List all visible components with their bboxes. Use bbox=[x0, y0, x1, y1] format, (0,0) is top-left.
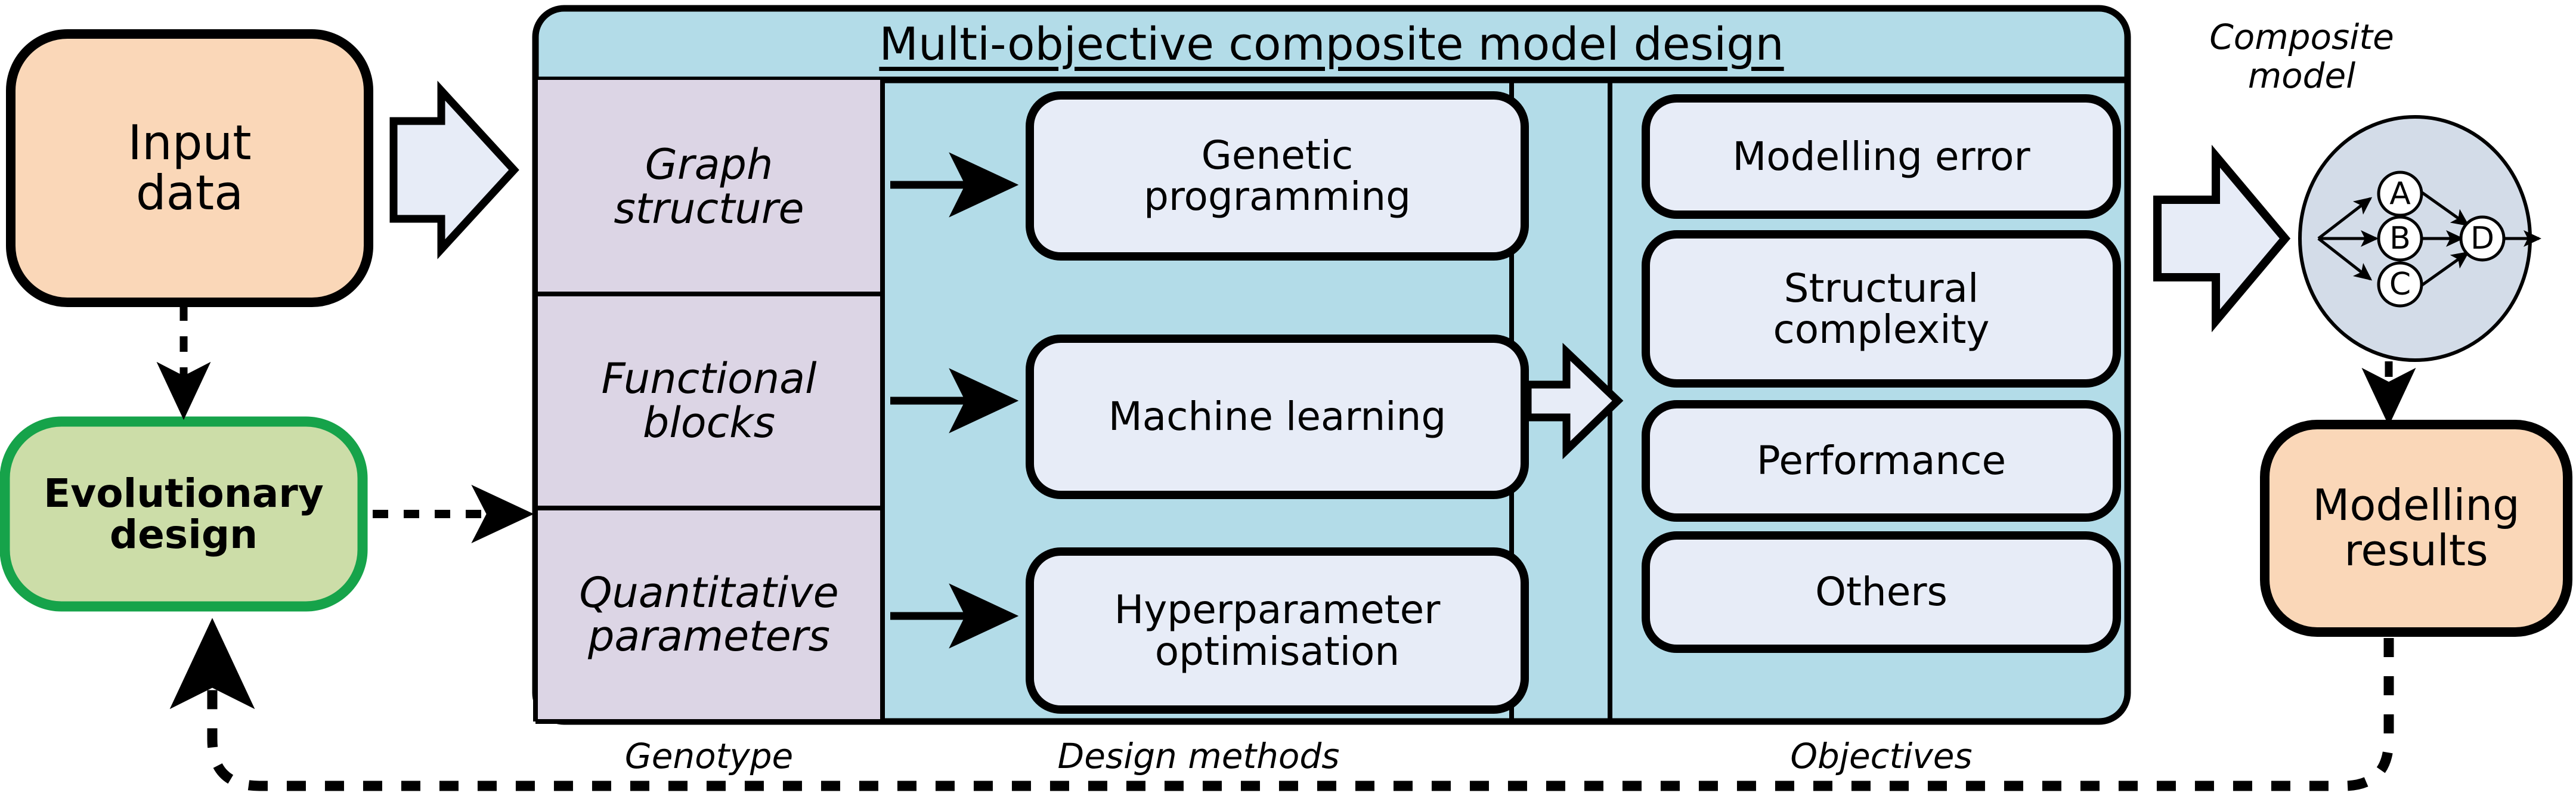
genotype-column bbox=[533, 80, 885, 724]
objective-box-others bbox=[1642, 531, 2121, 653]
evolutionary-design-box bbox=[0, 416, 368, 612]
feedback-dashed-path bbox=[169, 618, 2394, 791]
methods-to-objectives-block-arrow bbox=[1524, 342, 1624, 460]
input-data-box bbox=[6, 29, 373, 307]
method-box-machine-learning bbox=[1026, 335, 1529, 499]
design-methods-column bbox=[890, 80, 1624, 722]
objective-box-modelling-error bbox=[1642, 94, 2121, 219]
objective-box-performance bbox=[1642, 400, 2121, 522]
panel-to-composite-block-arrow bbox=[2153, 144, 2291, 333]
objective-box-structural-complexity bbox=[1642, 230, 2121, 388]
modelling-results-box bbox=[2260, 420, 2572, 637]
graph-node-b bbox=[2377, 215, 2423, 262]
method-box-hyperparameter-optimisation bbox=[1026, 547, 1529, 714]
graph-node-a bbox=[2377, 171, 2423, 217]
composite-model-graph bbox=[2298, 115, 2542, 362]
objectives-column bbox=[1642, 94, 2121, 653]
method-box-genetic-programming bbox=[1026, 91, 1529, 261]
graph-node-c bbox=[2377, 261, 2423, 308]
graph-node-d bbox=[2459, 215, 2506, 262]
input-to-panel-block-arrow bbox=[389, 80, 519, 259]
